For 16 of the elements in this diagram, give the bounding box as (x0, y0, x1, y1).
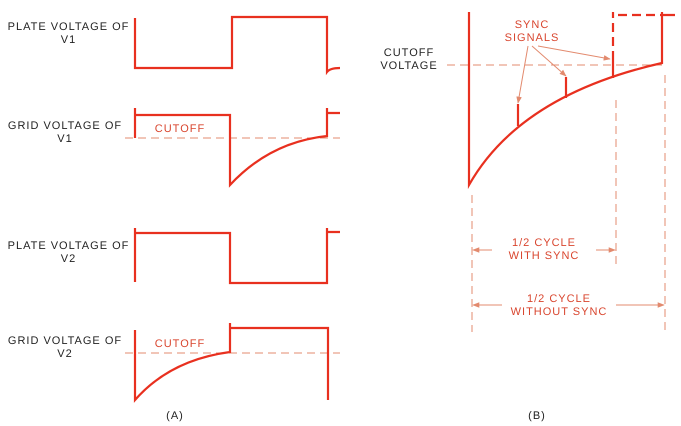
trace-label: GRID VOLTAGE OF V2 (6, 335, 124, 361)
cutoff-label: CUTOFF (154, 123, 206, 136)
leader-line (516, 46, 528, 104)
sync-pulse (516, 104, 520, 126)
cutoff-label: CUTOFF (154, 338, 206, 351)
panel-label: (A) (165, 410, 185, 423)
trace-label: PLATE VOLTAGE OF V2 (6, 240, 130, 266)
axis-label: CUTOFF VOLTAGE (379, 47, 439, 73)
trace-label: GRID VOLTAGE OF V1 (6, 120, 124, 146)
trace-label: PLATE VOLTAGE OF V1 (6, 21, 130, 47)
panel-label: (B) (527, 410, 547, 423)
sync-pulse (612, 60, 614, 78)
leader-line (532, 46, 567, 76)
leader-line (538, 46, 611, 61)
sync-pulse (564, 77, 568, 98)
sync-signals-label: SYNC SIGNALS (492, 19, 572, 45)
